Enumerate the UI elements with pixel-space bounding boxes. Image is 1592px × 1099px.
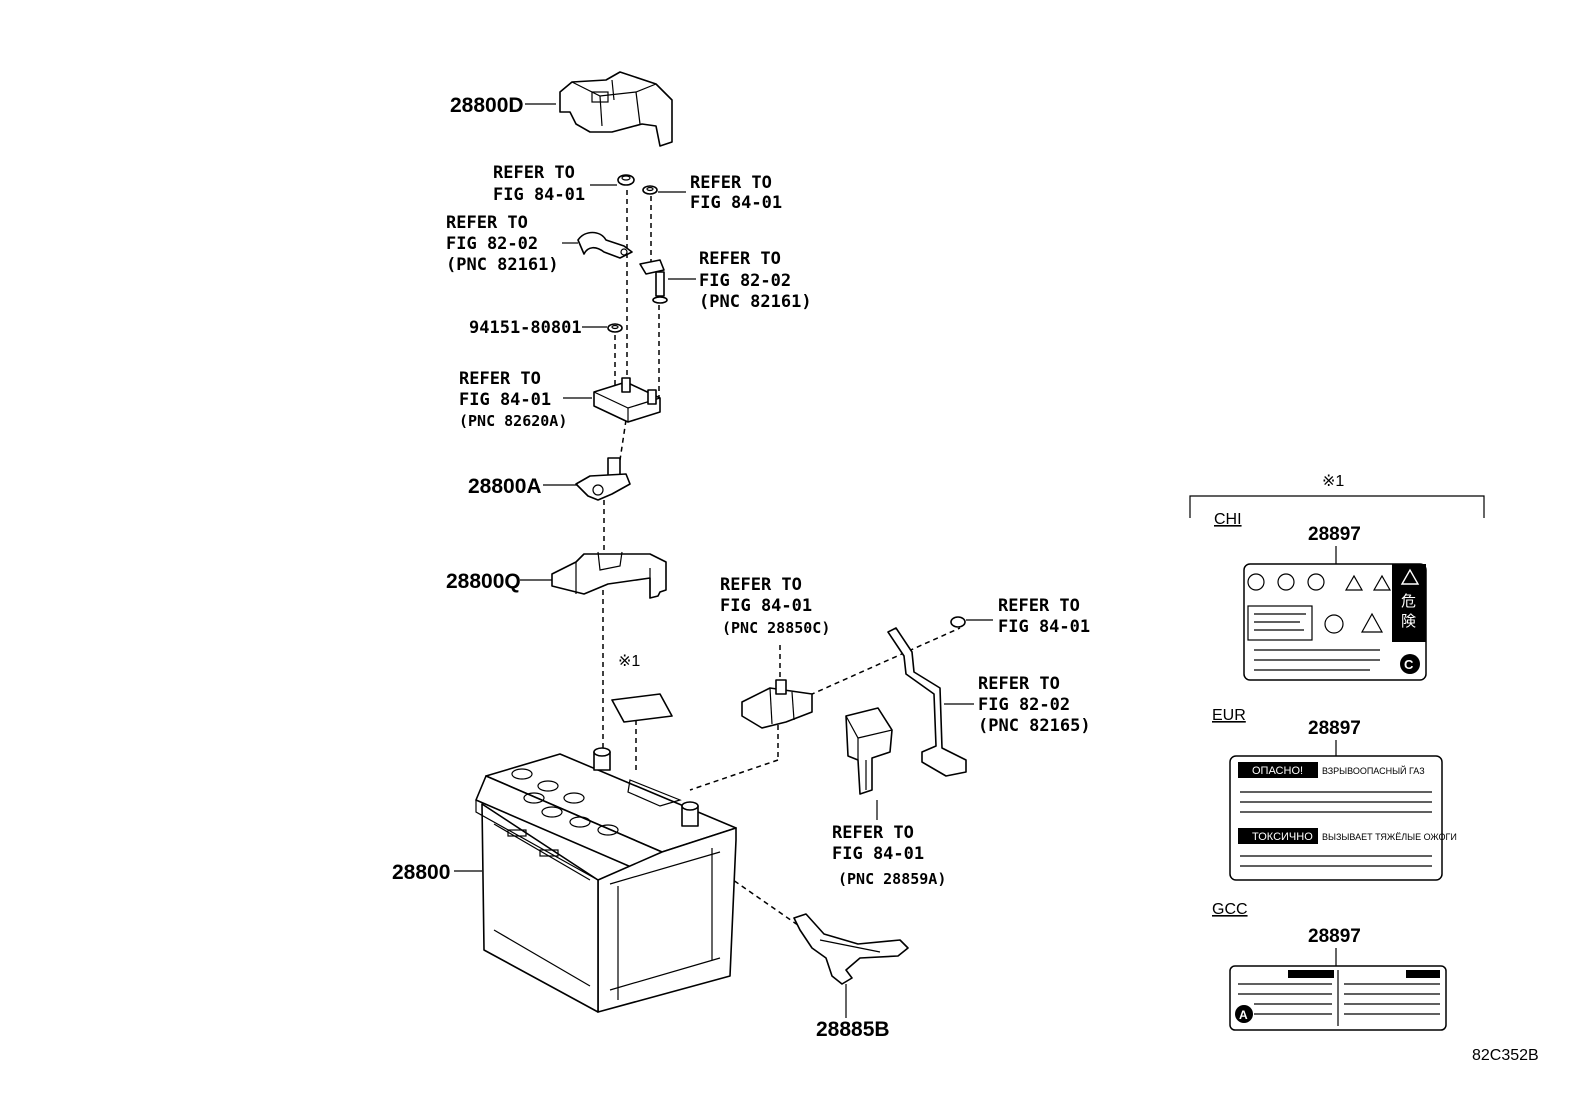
callout-refer-c-line2: FIG 82-02 <box>446 234 538 254</box>
label-gcc-part: 28897 <box>1308 926 1361 947</box>
explosion-warning-icon <box>1372 574 1392 591</box>
callout-refer-c-line3: (PNC 82161) <box>446 255 559 275</box>
label-eur-text-1: ВЗРЫВООПАСНЫЙ ГАЗ <box>1322 765 1425 776</box>
battery-sensor-28885B <box>793 913 909 985</box>
leader-lines <box>454 103 993 1018</box>
callout-refer-c-line1: REFER TO <box>446 213 528 233</box>
nut-94151 <box>607 323 623 333</box>
label-chi-badge: C <box>1404 657 1414 672</box>
battery-cell-caps <box>511 768 619 836</box>
callout-refer-g-line2: FIG 84-01 <box>998 617 1090 637</box>
diagram-id: 82C352B <box>1472 1047 1539 1064</box>
callout-refer-h-line2: FIG 82-02 <box>978 695 1070 715</box>
no-children-icon <box>1307 573 1325 591</box>
callout-refer-e-line2: FIG 84-01 <box>459 390 551 410</box>
nut-top-right <box>642 185 658 195</box>
battery-sensor-28850C <box>741 679 813 729</box>
part-28800D-cover <box>559 71 673 147</box>
battery-terminal-posts <box>593 747 699 827</box>
nut-top-left <box>617 174 635 186</box>
label-sticker-placement <box>611 693 673 723</box>
callout-refer-i-line2: FIG 84-01 <box>832 844 924 864</box>
callout-refer-i-line3: (PNC 28859A) <box>838 870 946 888</box>
label-eur-tag-2: ТОКСИЧНО <box>1252 831 1313 843</box>
label-region-eur: EUR <box>1212 707 1246 724</box>
callout-94151-80801: 94151-80801 <box>469 318 582 338</box>
callout-refer-f-line3: (PNC 28850C) <box>722 619 830 637</box>
fire-warning-icon <box>1360 612 1384 633</box>
label-region-gcc: GCC <box>1212 901 1248 918</box>
eye-protection-icon <box>1277 573 1295 591</box>
callout-refer-f-line2: FIG 84-01 <box>720 596 812 616</box>
warning-triangle-icon <box>1400 568 1420 585</box>
no-smoking-icon <box>1247 573 1265 591</box>
label-panel-header: ※1 <box>1322 473 1344 490</box>
part-28800Q-bracket <box>551 551 667 599</box>
label-chi-sticker: 危 険 C <box>1243 563 1427 681</box>
label-gcc-badge: A <box>1239 1008 1248 1022</box>
callout-refer-a-line2: FIG 84-01 <box>493 185 585 205</box>
terminal-block <box>593 377 661 423</box>
callout-28885B: 28885B <box>816 1018 890 1041</box>
label-chi-warning-glyph-2: 険 <box>1401 613 1416 630</box>
callout-28800D: 28800D <box>450 94 524 117</box>
label-eur-text-2: ВЫЗЫВАЕТ ТЯЖЁЛЫЕ ОЖОГИ <box>1322 832 1457 842</box>
callout-28800Q: 28800Q <box>446 570 521 593</box>
wire-terminal-left <box>577 231 633 259</box>
assembly-dash-lines <box>602 190 961 931</box>
wire-terminal-right <box>639 259 668 304</box>
label-eur-part: 28897 <box>1308 718 1361 739</box>
callout-refer-f-line1: REFER TO <box>720 575 802 595</box>
callout-28800: 28800 <box>392 861 450 884</box>
manual-icon <box>1324 614 1344 634</box>
label-gcc-sticker: A <box>1229 965 1447 1031</box>
callout-refer-g-line1: REFER TO <box>998 596 1080 616</box>
label-chi-part: 28897 <box>1308 524 1361 545</box>
callout-refer-d-line3: (PNC 82161) <box>699 292 812 312</box>
part-28800-battery <box>475 747 737 1013</box>
fuse-28859A <box>845 707 893 795</box>
label-eur-sticker: ОПАСНО! ВЗРЫВООПАСНЫЙ ГАЗ ТОКСИЧНО ВЫЗЫВ… <box>1229 755 1457 881</box>
acid-warning-icon <box>1344 574 1364 591</box>
callout-refer-e-line3: (PNC 82620A) <box>459 412 567 430</box>
label-panel: ※1 CHI 28897 危 険 C <box>1189 473 1485 1031</box>
callout-refer-d-line2: FIG 82-02 <box>699 271 791 291</box>
label-eur-tag-1: ОПАСНО! <box>1252 765 1303 777</box>
label-chi-warning-glyph-1: 危 <box>1401 593 1416 610</box>
callout-28800A: 28800A <box>468 475 542 498</box>
callout-refer-b-line1: REFER TO <box>690 173 772 193</box>
callout-refer-h-line3: (PNC 82165) <box>978 716 1091 736</box>
callout-note-1: ※1 <box>618 653 640 670</box>
callout-refer-a-line1: REFER TO <box>493 163 575 183</box>
wire-82165 <box>887 616 967 777</box>
callout-refer-b-line2: FIG 84-01 <box>690 193 782 213</box>
callout-refer-d-line1: REFER TO <box>699 249 781 269</box>
callout-refer-h-line1: REFER TO <box>978 674 1060 694</box>
callout-refer-e-line1: REFER TO <box>459 369 541 389</box>
label-region-chi: CHI <box>1214 511 1242 528</box>
part-28800A-clamp <box>575 457 631 501</box>
callout-refer-i-line1: REFER TO <box>832 823 914 843</box>
